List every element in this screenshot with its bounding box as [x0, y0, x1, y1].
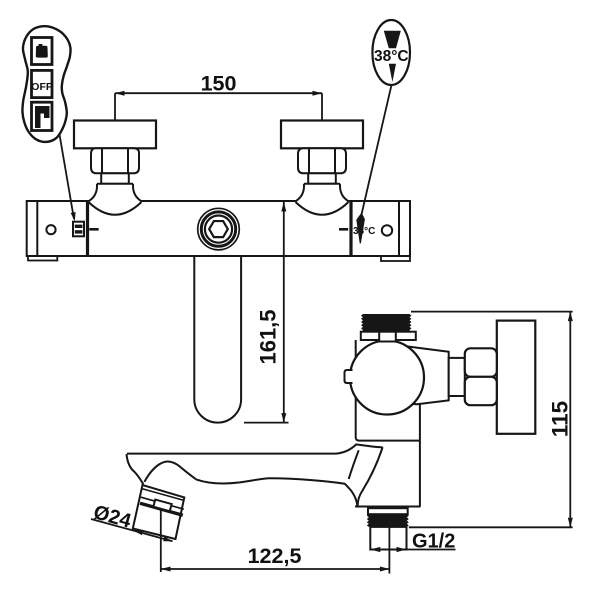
svg-text:115: 115 [548, 401, 573, 437]
svg-text:38°C: 38°C [353, 226, 375, 237]
svg-text:G1/2: G1/2 [412, 531, 455, 553]
svg-text:122,5: 122,5 [248, 544, 302, 568]
svg-text:38°C: 38°C [374, 48, 409, 65]
svg-text:150: 150 [201, 72, 237, 96]
svg-text:OFF: OFF [31, 81, 53, 93]
svg-text:161,5: 161,5 [255, 309, 280, 364]
